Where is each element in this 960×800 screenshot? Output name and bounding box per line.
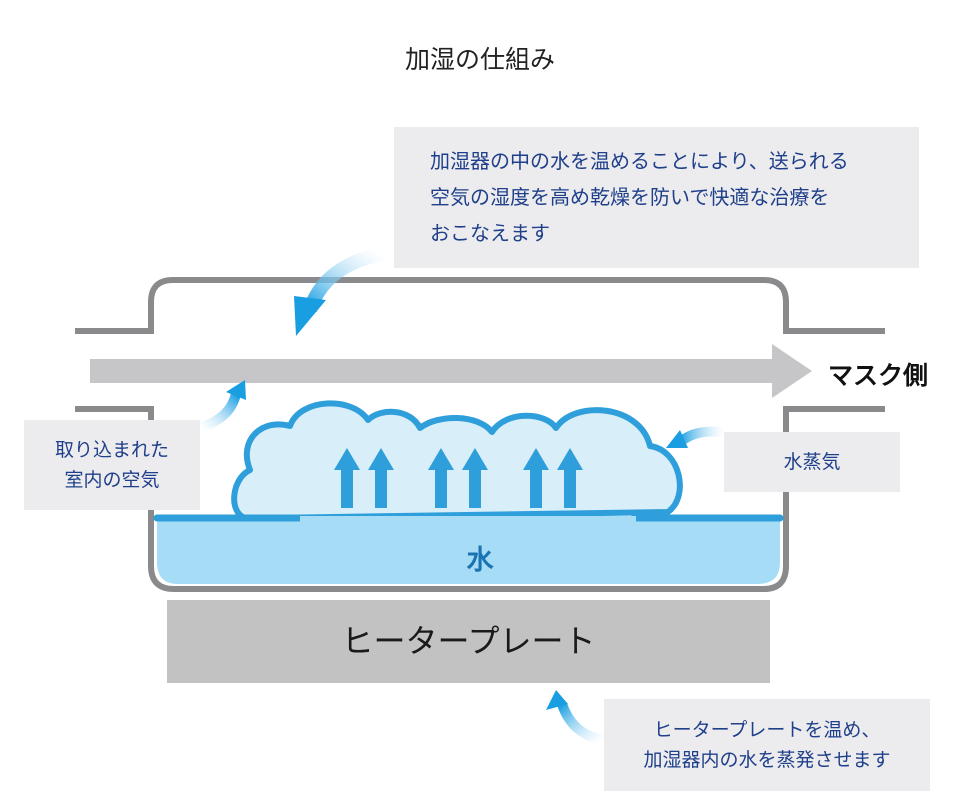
note-line: 加湿器内の水を蒸発させます <box>643 749 891 771</box>
note-line: 水蒸気 <box>783 451 841 473</box>
note-line: ヒータープレートを温め、 <box>653 719 881 741</box>
pointer-arrow-bottom <box>546 690 606 745</box>
steam-up-arrow-icon <box>334 448 360 508</box>
heater-plate-label: ヒータープレート <box>341 622 596 660</box>
water-body <box>157 518 780 584</box>
note-water-vapor: 水蒸気 <box>724 432 900 492</box>
note-line: 室内の空気 <box>64 469 160 491</box>
note-line: おこなえます <box>430 221 550 245</box>
heater-plate <box>167 600 770 683</box>
note-line: 空気の湿度を高め乾燥を防いで快適な治療を <box>430 185 830 209</box>
note-heater-plate: ヒータープレートを温め、 加湿器内の水を蒸発させます <box>604 699 930 791</box>
water-label: 水 <box>466 545 494 576</box>
page-title: 加湿の仕組み <box>404 45 555 74</box>
airflow-arrow-head <box>772 344 812 398</box>
housing-bottom-outline <box>75 406 885 592</box>
note-humidification: 加湿器の中の水を温めることにより、送られる 空気の湿度を高め乾燥を防いで快適な治… <box>394 127 919 268</box>
steam-cloud <box>231 400 683 521</box>
pointer-arrow-left <box>198 380 246 433</box>
water-surface-under-cloud <box>300 516 636 522</box>
housing-top-outline <box>75 277 885 334</box>
steam-arrows <box>334 448 583 508</box>
steam-up-arrow-icon <box>557 448 583 508</box>
pointer-arrow-top <box>294 247 384 336</box>
note-line: 加湿器の中の水を温めることにより、送られる <box>430 149 849 173</box>
note-line: 取り込まれた <box>54 439 169 461</box>
mask-side-label: マスク側 <box>828 361 929 390</box>
steam-up-arrow-icon <box>428 448 454 508</box>
steam-up-arrow-icon <box>523 448 549 508</box>
steam-up-arrow-icon <box>368 448 394 508</box>
airflow-arrow-shaft <box>90 359 776 383</box>
steam-up-arrow-icon <box>462 448 488 508</box>
note-room-air: 取り込まれた 室内の空気 <box>24 420 200 510</box>
pointer-arrow-right <box>666 426 725 448</box>
